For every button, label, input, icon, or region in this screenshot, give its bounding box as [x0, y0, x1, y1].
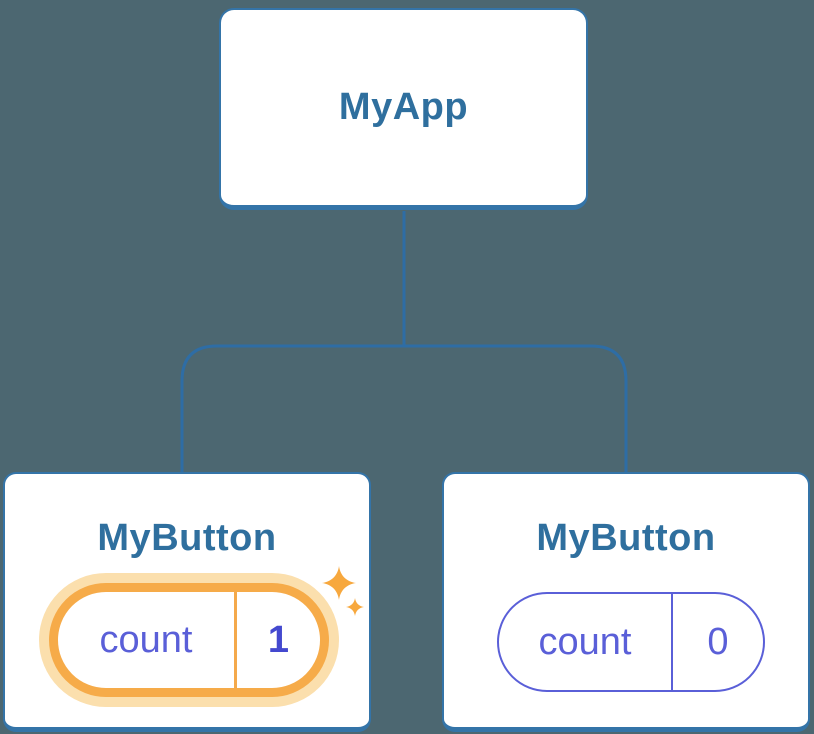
node-mybutton-left: MyButton count 1 — [3, 472, 371, 732]
state-pill: count 0 — [497, 592, 765, 692]
state-key: count — [99, 618, 193, 661]
state-value: 0 — [671, 594, 763, 690]
sparkles-icon — [322, 566, 364, 616]
state-value: 1 — [234, 592, 320, 688]
connector-children-bracket — [180, 344, 628, 474]
node-mybutton-right: MyButton count 0 — [442, 472, 810, 732]
node-mybutton-right-label: MyButton — [536, 517, 716, 559]
node-myapp: MyApp — [219, 8, 588, 210]
state-pill-highlighted: count 1 — [49, 583, 329, 697]
node-myapp-label: MyApp — [338, 86, 469, 128]
node-mybutton-left-label: MyButton — [97, 517, 277, 559]
state-key: count — [538, 620, 632, 663]
